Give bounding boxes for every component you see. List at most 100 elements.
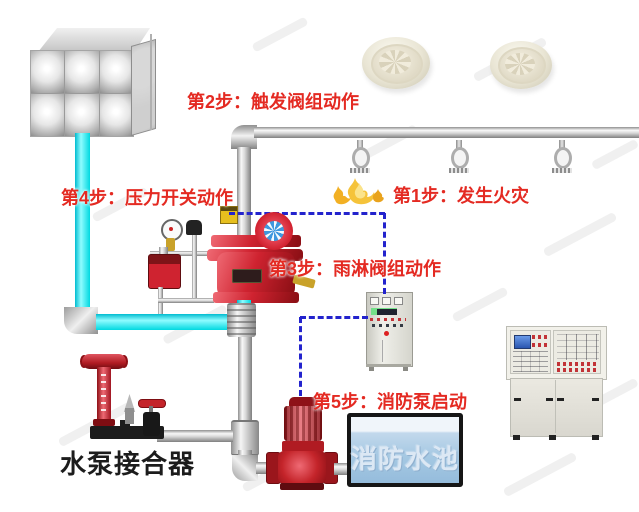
adapter-markings xyxy=(101,374,106,414)
fire-pump-casing xyxy=(278,451,326,484)
adapter-valve-body xyxy=(125,408,134,424)
water-tank-side xyxy=(131,38,156,137)
valve-stem xyxy=(149,406,153,413)
sprinkler-deflector xyxy=(552,168,572,173)
trim-pipe xyxy=(150,251,218,256)
console-left-panel xyxy=(510,330,551,374)
water-tank-frame xyxy=(150,34,152,130)
riser-pipe-lower xyxy=(238,337,252,423)
tank-panel xyxy=(31,94,65,136)
fire-pump-base xyxy=(280,483,324,490)
step-3-label: 第3步：雨淋阀组动作 xyxy=(269,259,442,279)
signal-line xyxy=(229,212,385,215)
sprinkler-frame xyxy=(554,147,572,169)
riser-pipe-upper xyxy=(237,147,251,237)
meter-icon xyxy=(382,297,391,305)
cabinet-door-seam xyxy=(382,340,383,362)
detector-swirl xyxy=(379,50,411,74)
adapter-flange xyxy=(93,419,115,426)
watermark xyxy=(590,138,639,171)
sprinkler-frame xyxy=(451,147,469,169)
console-red-lamps xyxy=(557,368,599,372)
pipe-elbow xyxy=(231,125,257,149)
sprinkler-frame xyxy=(352,147,370,169)
watermark xyxy=(251,16,309,53)
console-right-panel xyxy=(553,330,601,374)
desk-leg xyxy=(592,435,599,440)
step-1-label: 第1步：发生火灾 xyxy=(393,186,530,206)
tank-panel xyxy=(99,94,133,136)
fire-pool: 消防水池 xyxy=(347,413,463,487)
sprinkler-deflector xyxy=(449,168,469,173)
branch-pipe xyxy=(157,430,233,442)
desk-leg xyxy=(513,435,520,440)
meter-icon xyxy=(394,297,403,305)
cabinet-foot xyxy=(369,367,374,371)
tank-panel xyxy=(65,51,99,93)
cabinet-red-button xyxy=(384,331,389,336)
sprinkler-icon xyxy=(448,140,470,176)
console-switch-columns xyxy=(557,334,599,360)
meter-icon xyxy=(370,297,379,305)
trim-pipe xyxy=(192,230,197,300)
pipe-elbow xyxy=(64,307,98,334)
ceiling-pipe xyxy=(254,127,639,138)
console-indicators xyxy=(513,351,548,372)
pump-motor-cap xyxy=(289,397,317,407)
desk-leg xyxy=(549,435,556,440)
sprinkler-stem xyxy=(357,140,363,149)
water-tank xyxy=(30,50,134,137)
cabinet-display xyxy=(371,308,397,315)
smoke-detector-icon xyxy=(490,41,552,89)
watermark xyxy=(451,286,509,323)
gauge-needle xyxy=(169,227,173,231)
signal-line xyxy=(383,213,386,294)
desk-handle xyxy=(514,398,521,401)
tank-panel xyxy=(31,51,65,93)
cabinet-base xyxy=(366,364,411,367)
console-red-lamps xyxy=(557,362,599,366)
pressure-switch-icon xyxy=(220,206,238,224)
desk-handle xyxy=(592,398,599,401)
deluge-valve-bottom-flange xyxy=(213,292,299,303)
watermark xyxy=(502,451,578,498)
fire-pool-label: 消防水池 xyxy=(351,444,460,474)
step-4-label: 第4步：压力开关动作 xyxy=(61,188,234,208)
signal-line xyxy=(300,316,368,319)
fire-pump-bracket xyxy=(282,441,324,452)
sprinkler-deflector xyxy=(350,168,370,173)
tank-panel xyxy=(65,94,99,136)
detector-swirl xyxy=(505,53,535,75)
sprinkler-icon xyxy=(349,140,371,176)
gong-fan xyxy=(264,221,284,241)
trim-valve-cap xyxy=(186,220,202,235)
trim-pipe xyxy=(158,298,214,303)
deluge-valve-nameplate xyxy=(232,269,262,283)
cabinet-foot xyxy=(403,367,408,371)
adapter-fitting xyxy=(120,420,130,428)
sprinkler-stem xyxy=(456,140,462,149)
tank-outlet-pipe xyxy=(75,133,90,316)
pump-adapter-label: 水泵接合器 xyxy=(60,449,196,479)
adapter-gate-valve xyxy=(143,412,160,436)
cabinet-buttons xyxy=(370,318,406,327)
watermark xyxy=(542,211,618,258)
step-5-label: 第5步：消防泵启动 xyxy=(313,392,468,412)
adapter-crossbar xyxy=(82,354,126,369)
console-desk-seam xyxy=(555,380,556,433)
console-buttons xyxy=(532,335,549,347)
adapter-valve xyxy=(123,394,136,412)
fire-icon xyxy=(329,174,387,208)
step-2-label: 第2步：触发阀组动作 xyxy=(187,92,360,112)
desk-handle xyxy=(546,398,553,401)
sprinkler-icon xyxy=(551,140,573,176)
pipe-elbow xyxy=(232,455,258,481)
solenoid-valve xyxy=(148,254,181,289)
signal-line xyxy=(299,317,302,396)
tank-panel xyxy=(99,51,133,93)
supply-pipe xyxy=(96,314,230,330)
console-desk xyxy=(510,378,603,437)
smoke-detector-icon xyxy=(362,37,430,89)
desk-handle xyxy=(557,398,564,401)
